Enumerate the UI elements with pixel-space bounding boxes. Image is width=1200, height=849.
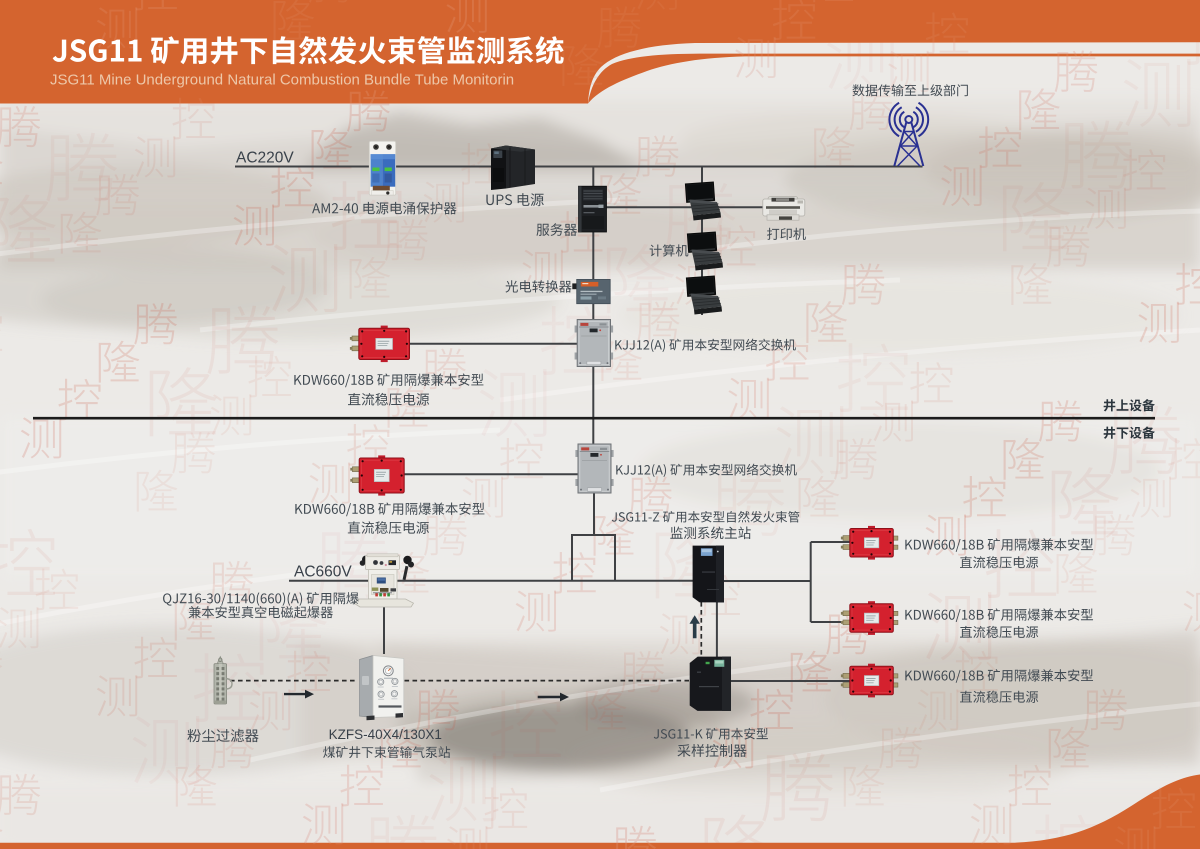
svg-text:AC660V: AC660V xyxy=(294,564,352,581)
svg-text:AC220V: AC220V xyxy=(236,150,294,167)
svg-text:KZFS-40X4/130X1: KZFS-40X4/130X1 xyxy=(329,727,442,742)
svg-text:JSG11 Mine Underground Natural: JSG11 Mine Underground Natural Combustio… xyxy=(50,72,514,89)
